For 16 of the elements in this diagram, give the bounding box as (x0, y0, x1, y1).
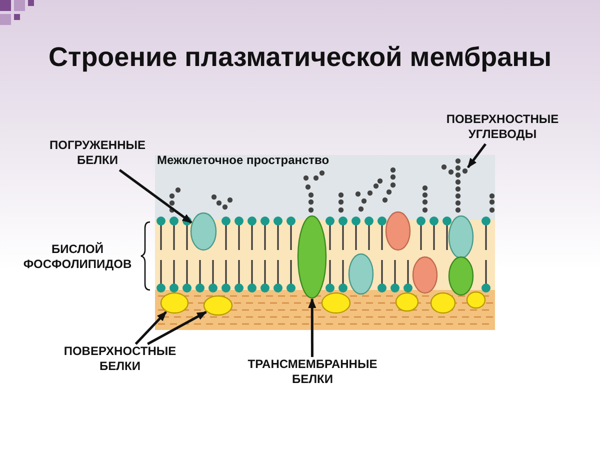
callout-label: ПОВЕРХНОСТНЫЕ БЕЛКИ (45, 344, 195, 376)
arrow (308, 298, 316, 357)
region-label: Межклеточное пространство (157, 153, 330, 168)
arrow (118, 169, 192, 224)
arrow (134, 311, 167, 345)
protein-shape (297, 215, 327, 299)
protein-shape (160, 292, 189, 314)
arrow (467, 143, 487, 168)
callout-label: ПОВЕРХНОСТНЫЕ УГЛЕВОДЫ (425, 112, 580, 144)
protein-shape (203, 295, 233, 316)
title: Строение плазматической мембраны (47, 42, 553, 73)
callout-label: ТРАНСМЕМБРАННЫЕ БЕЛКИ (230, 357, 395, 389)
part-label: БИСЛОЙ ФОСФОЛИПИДОВ (22, 242, 133, 272)
arrow (147, 310, 208, 346)
carbohydrate-chain (440, 158, 468, 214)
protein-shape (190, 212, 217, 251)
